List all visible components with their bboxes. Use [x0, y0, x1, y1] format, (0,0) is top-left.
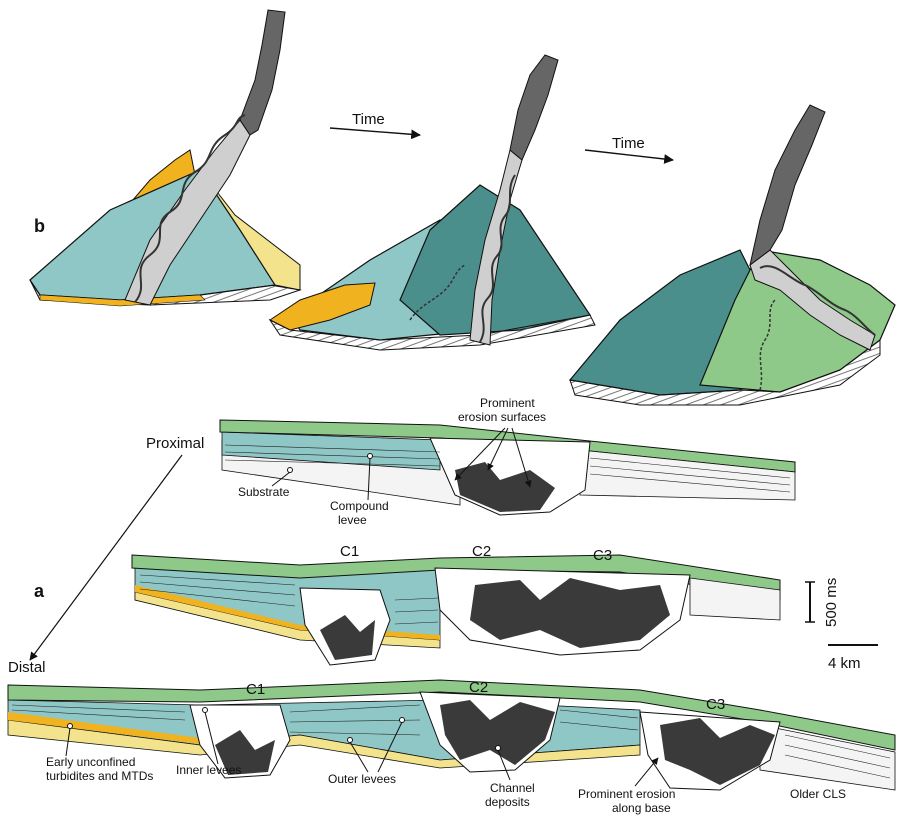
prominent-erosion-label-2: erosion surfaces: [458, 410, 546, 424]
block-1-canyon: [240, 10, 285, 135]
time-arrow-1: [330, 128, 420, 135]
early-turbidites-label-2: turbidites and MTDs: [46, 769, 153, 783]
inner-levees-marker: [203, 708, 208, 713]
section-2-c2-c3-deposit: [470, 578, 670, 648]
panel-a: a Proximal Distal Prominent erosion surf…: [8, 396, 895, 815]
horizontal-scale-label: 4 km: [828, 655, 861, 672]
prominent-erosion-label-1: Prominent: [480, 396, 535, 410]
section-3-c3-label: C3: [706, 696, 725, 713]
section-2-c2-label: C2: [472, 543, 491, 560]
early-turbidites-marker: [68, 724, 73, 729]
section-2-c1-label: C1: [340, 543, 359, 560]
compound-levee-label-1: Compound: [330, 499, 389, 513]
section-1: [220, 420, 795, 515]
substrate-marker: [288, 468, 293, 473]
panel-b: b Time Time: [30, 10, 895, 405]
time-arrow-1-label: Time: [352, 111, 385, 128]
compound-levee-marker: [368, 454, 373, 459]
channel-deposits-marker: [496, 746, 501, 751]
older-cls-label: Older CLS: [790, 787, 846, 801]
section-2: [132, 555, 780, 665]
inner-levees-label: Inner levees: [176, 763, 241, 777]
outer-levees-label: Outer levees: [328, 772, 396, 786]
erosion-base-label-2: along base: [612, 801, 671, 815]
outer-levees-marker-1: [348, 738, 353, 743]
section-3-c2-label: C2: [469, 679, 488, 696]
substrate-label: Substrate: [238, 485, 290, 499]
erosion-base-arrow: [635, 758, 658, 786]
panel-a-letter: a: [34, 581, 45, 601]
distal-label: Distal: [8, 659, 46, 676]
section-3-c1-label: C1: [246, 681, 265, 698]
outer-levees-marker-2: [400, 718, 405, 723]
vertical-scale-label: 500 ms: [823, 578, 840, 627]
block-2-canyon: [510, 55, 558, 160]
channel-deposits-label-2: deposits: [485, 795, 530, 809]
erosion-base-label-1: Prominent erosion: [578, 787, 675, 801]
block-diagram-2: [270, 55, 595, 350]
block-3-canyon: [750, 105, 825, 265]
compound-levee-label-2: levee: [338, 513, 367, 527]
proximal-label: Proximal: [146, 435, 204, 452]
panel-b-letter: b: [34, 216, 45, 236]
vertical-scale-bar: [805, 582, 815, 622]
channel-deposits-label-1: Channel: [490, 781, 535, 795]
time-arrow-2-label: Time: [612, 135, 645, 152]
block-diagram-1: [30, 10, 300, 306]
section-2-c3-label: C3: [593, 547, 612, 564]
early-turbidites-label-1: Early unconfined: [46, 755, 135, 769]
